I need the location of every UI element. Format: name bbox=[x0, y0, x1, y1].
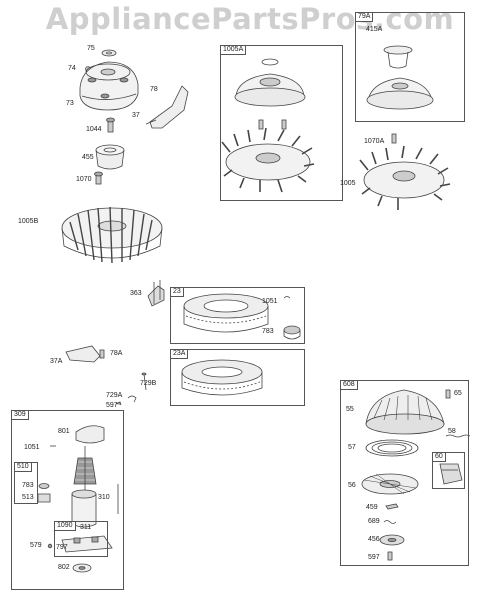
label-56: 56 bbox=[348, 482, 356, 489]
label-1005b: 1005B bbox=[18, 218, 39, 225]
part-1005b-flywheel bbox=[61, 206, 163, 264]
tag-23a: 23A bbox=[170, 349, 189, 359]
part-729a-clip bbox=[127, 395, 137, 403]
part-456-retainer bbox=[379, 534, 405, 546]
label-459: 459 bbox=[366, 504, 378, 511]
box-60 bbox=[432, 452, 465, 489]
label-513: 513 bbox=[22, 494, 34, 501]
label-729b: 729B bbox=[140, 380, 157, 387]
part-1005a-screen-cover bbox=[234, 58, 306, 107]
part-1005-screws-a bbox=[258, 119, 287, 130]
part-1070a-screw bbox=[391, 133, 397, 144]
tag-309: 309 bbox=[11, 410, 29, 420]
part-37a-bracket bbox=[65, 345, 101, 363]
label-729a: 729A bbox=[106, 392, 123, 399]
label-65: 65 bbox=[454, 390, 462, 397]
label-1070: 1070 bbox=[76, 176, 92, 183]
part-1044-screw bbox=[106, 117, 115, 133]
part-73-cover bbox=[79, 61, 139, 111]
label-797: 797 bbox=[56, 544, 68, 551]
label-802: 802 bbox=[58, 564, 70, 571]
label-37a: 37A bbox=[50, 358, 63, 365]
part-513-drive bbox=[37, 493, 51, 503]
part-801-endcap bbox=[75, 425, 105, 444]
part-1005-flywheel-b bbox=[359, 145, 451, 210]
part-56-pulley bbox=[361, 473, 419, 495]
part-729b-wire bbox=[141, 372, 147, 391]
part-797-brush-plate bbox=[61, 535, 113, 553]
label-73: 73 bbox=[66, 100, 74, 107]
part-597-screw-b bbox=[387, 551, 393, 561]
part-802-endcap bbox=[72, 563, 92, 573]
box-1005a bbox=[220, 45, 343, 201]
tag-1090: 1090 bbox=[54, 521, 76, 531]
label-55: 55 bbox=[346, 406, 354, 413]
part-79a-cover bbox=[366, 77, 434, 110]
tag-23: 23 bbox=[170, 287, 184, 297]
label-37: 37 bbox=[132, 112, 140, 119]
tag-79a: 79A bbox=[355, 12, 374, 22]
box-23 bbox=[170, 287, 305, 344]
label-783-a: 783 bbox=[262, 328, 274, 335]
tag-510: 510 bbox=[14, 462, 32, 472]
part-23a-starter-ring bbox=[181, 359, 263, 396]
label-311: 311 bbox=[80, 524, 92, 531]
label-57: 57 bbox=[348, 444, 356, 451]
label-455: 455 bbox=[82, 154, 94, 161]
box-79a bbox=[355, 12, 465, 122]
label-415a: 415A bbox=[366, 26, 383, 33]
part-579-nut bbox=[47, 543, 53, 549]
box-1090 bbox=[54, 521, 108, 557]
label-689: 689 bbox=[368, 518, 380, 525]
label-579: 579 bbox=[30, 542, 42, 549]
box-608 bbox=[340, 380, 469, 566]
part-363-bracket bbox=[147, 280, 165, 307]
part-58-rope bbox=[445, 434, 471, 438]
part-1051-clip-a bbox=[283, 296, 291, 299]
label-597-b: 597 bbox=[368, 554, 380, 561]
tag-60: 60 bbox=[432, 452, 446, 462]
label-310: 310 bbox=[98, 494, 110, 501]
label-75: 75 bbox=[87, 45, 95, 52]
label-78a: 78A bbox=[110, 350, 123, 357]
watermark: AppliancePartsPros.com bbox=[45, 2, 455, 36]
label-74: 74 bbox=[68, 65, 76, 72]
label-1051-a: 1051 bbox=[262, 298, 278, 305]
label-78: 78 bbox=[150, 86, 158, 93]
label-363: 363 bbox=[130, 290, 142, 297]
part-55-housing bbox=[365, 389, 445, 435]
part-783-gear-a bbox=[283, 325, 301, 340]
part-597-screw-a bbox=[115, 401, 122, 406]
label-1005: 1005 bbox=[340, 180, 356, 187]
tag-1005a: 1005A bbox=[220, 45, 247, 55]
label-801: 801 bbox=[58, 428, 70, 435]
box-23a bbox=[170, 349, 305, 406]
part-23-starter-ring bbox=[183, 293, 269, 333]
part-1070-screw bbox=[94, 171, 103, 185]
part-1005-flywheel-a bbox=[221, 127, 315, 193]
label-1051-b: 1051 bbox=[24, 444, 40, 451]
part-459-pawl bbox=[385, 503, 399, 510]
label-597-a: 597 bbox=[106, 402, 118, 409]
label-1070a: 1070A bbox=[364, 138, 385, 145]
part-415a-cup bbox=[383, 45, 413, 69]
label-1044: 1044 bbox=[86, 126, 102, 133]
label-58: 58 bbox=[448, 428, 456, 435]
part-78a-bolt bbox=[99, 349, 105, 359]
label-783-b: 783 bbox=[22, 482, 34, 489]
part-783-gear-b bbox=[38, 483, 50, 489]
box-309 bbox=[11, 410, 124, 590]
part-60-handle bbox=[439, 463, 463, 485]
part-75-washer bbox=[101, 49, 117, 57]
tag-608: 608 bbox=[340, 380, 358, 390]
part-689-spring bbox=[383, 520, 397, 524]
label-456: 456 bbox=[368, 536, 380, 543]
part-455-cup bbox=[95, 144, 125, 170]
part-57-spring bbox=[365, 439, 419, 457]
part-37-bracket bbox=[145, 85, 189, 129]
part-65-screw bbox=[445, 389, 451, 399]
